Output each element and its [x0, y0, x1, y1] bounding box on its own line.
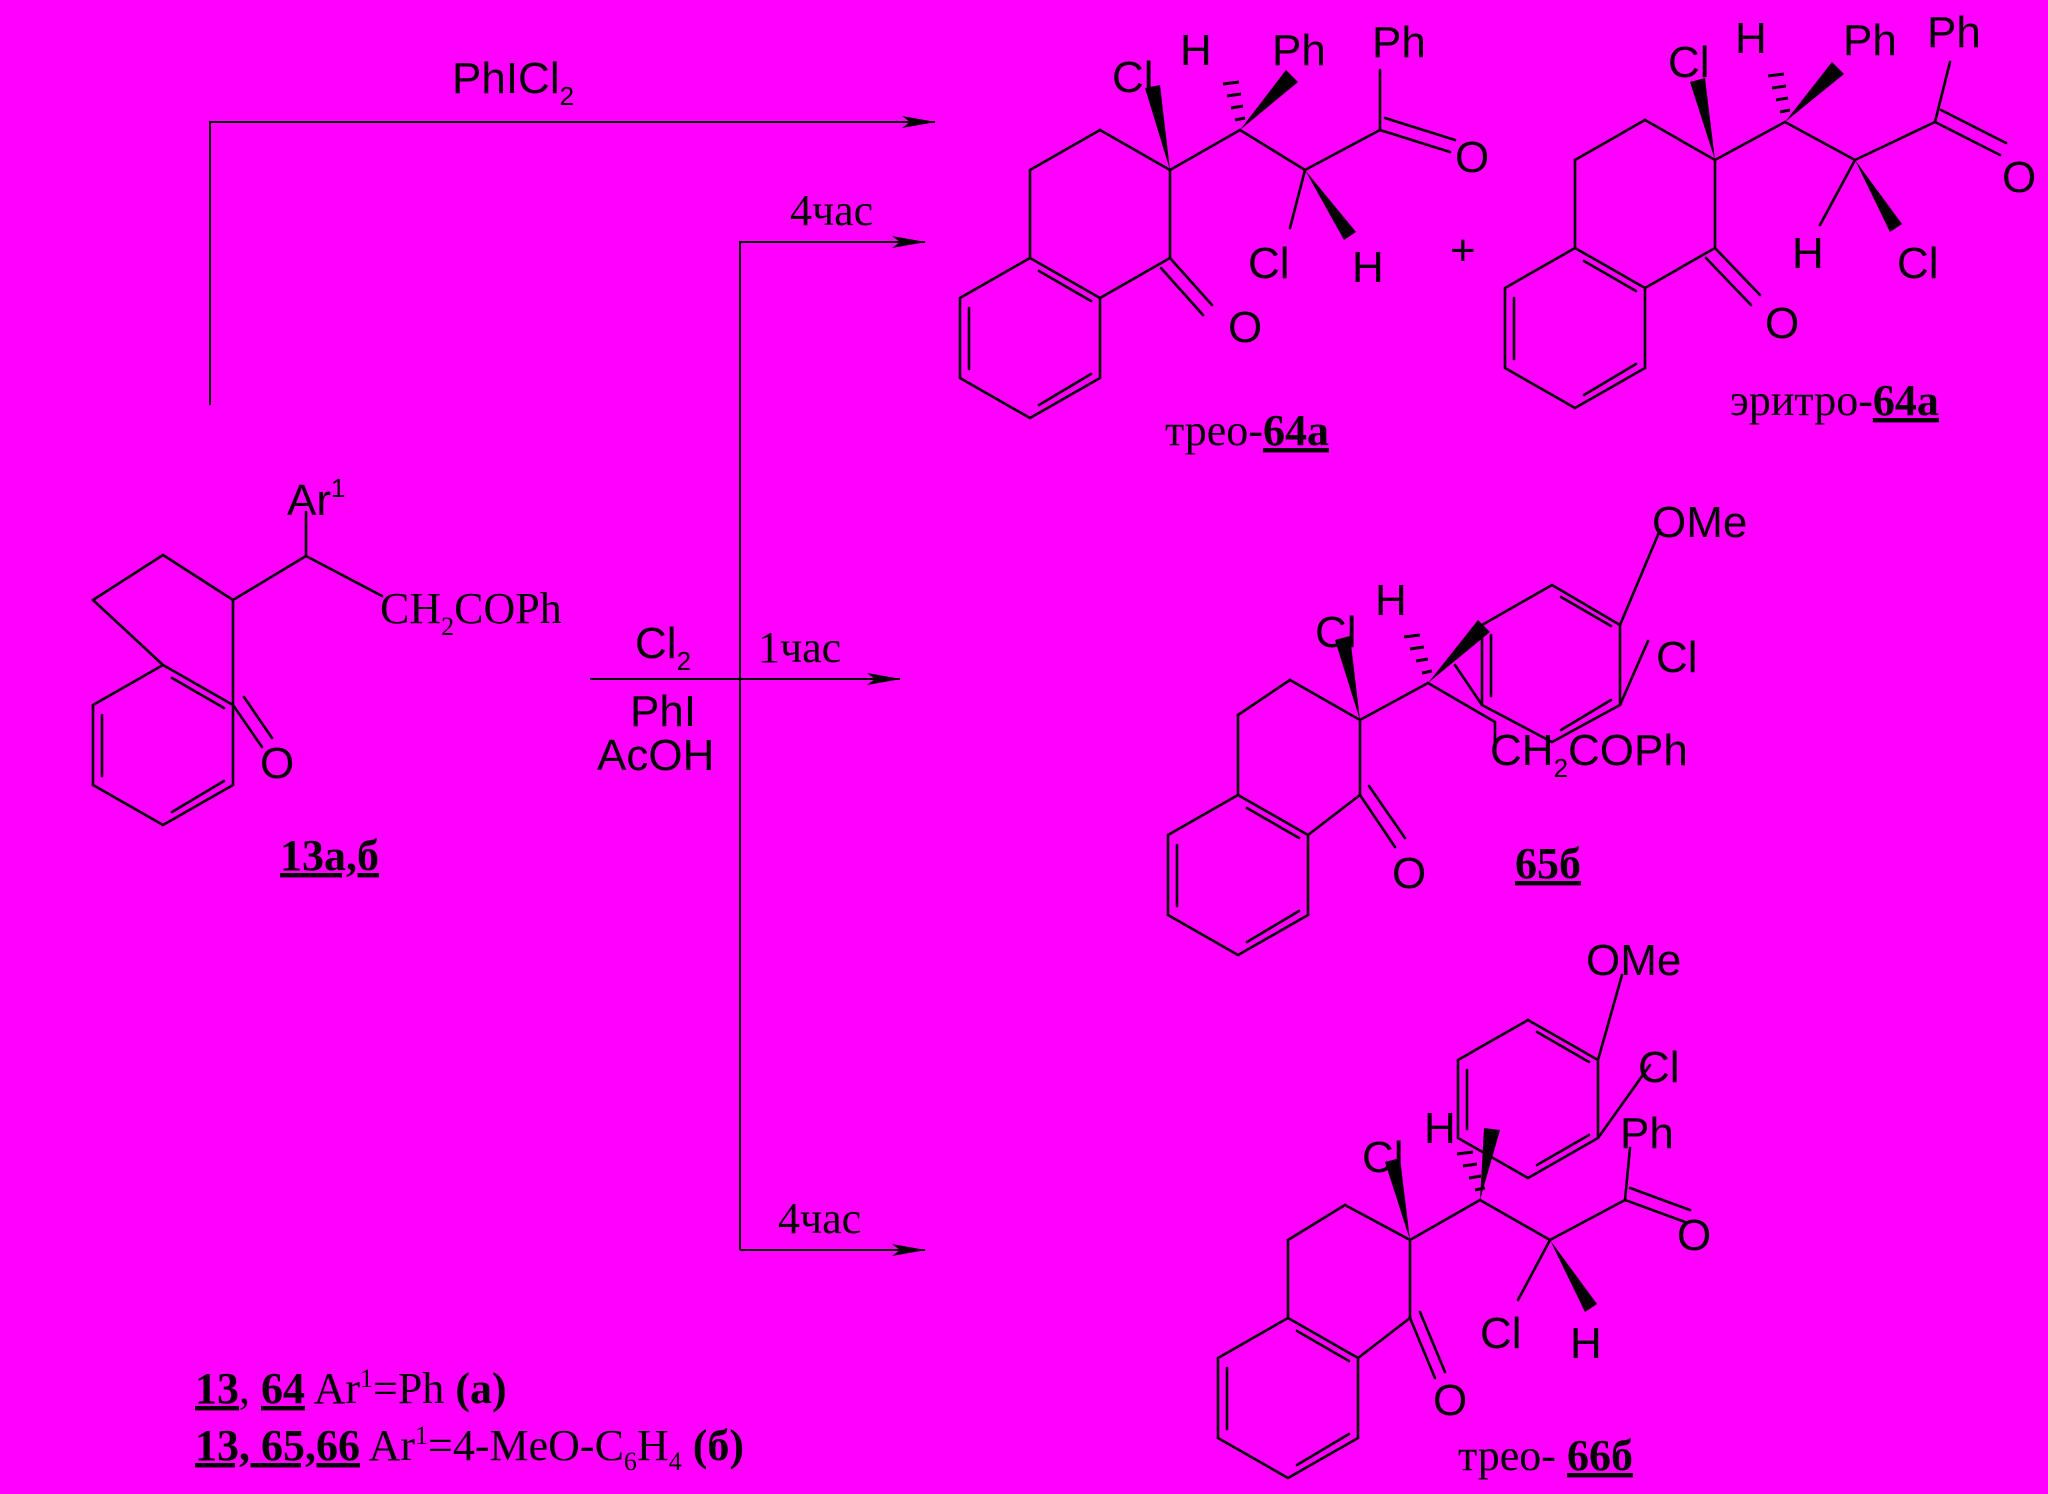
atom-o: O [1677, 1211, 1711, 1260]
atom-o: O [1392, 849, 1426, 898]
atom-o: O [1228, 303, 1262, 352]
plus-sign: + [1450, 226, 1476, 275]
atom-ome: OMe [1586, 936, 1681, 985]
atom-o: O [1765, 299, 1799, 348]
arrow-cl2-branches [590, 236, 926, 1256]
stereo-bonds [1690, 62, 1902, 232]
compound-label-threo-66b: трео- 66б [1458, 1431, 1633, 1480]
ch2coph-group: CH2COPh [380, 584, 562, 641]
product-erythro-64a: Cl H Ph Ph O H Cl O эритро-64а [1503, 8, 2036, 425]
compound-label-erythro-64a: эритро-64а [1730, 376, 1939, 425]
atom-ph: Ph [1927, 8, 1981, 57]
atom-cl: Cl [1668, 38, 1710, 87]
molecule-skeleton [958, 68, 1457, 420]
molecule-skeleton [1503, 60, 2008, 410]
ch2coph-group: CH2COPh [1490, 726, 1688, 783]
legend: 13, 64 Ar1=Ph (а) 13, 65,66 Ar1=4-MeO-C6… [195, 1364, 744, 1476]
starting-material-13: Ar1 CH2COPh O 13а,б [91, 473, 562, 880]
legend-row-b: 13, 65,66 Ar1=4-MeO-C6H4 (б) [195, 1421, 744, 1476]
atom-ome: OMe [1652, 498, 1747, 547]
product-65b: OMe H Cl Cl CH2COPh O 65б [1166, 498, 1747, 957]
time-4h-bottom: 4час [778, 1194, 861, 1243]
legend-row-a: 13, 64 Ar1=Ph (а) [195, 1364, 507, 1413]
atom-ph: Ph [1272, 26, 1326, 75]
stereo-bonds [1145, 70, 1356, 240]
atom-cl: Cl [1315, 608, 1357, 657]
compound-label-13: 13а,б [280, 831, 379, 880]
atom-cl: Cl [1656, 633, 1698, 682]
stereo-bonds [1385, 1128, 1597, 1312]
reagent-phicl2: PhICl2 [452, 54, 574, 111]
molecule-skeleton [1216, 973, 1692, 1480]
compound-label-65b: 65б [1515, 839, 1581, 888]
arrow-phicl2 [209, 116, 936, 405]
carbonyl-oxygen: O [260, 739, 294, 788]
atom-o: O [1433, 1376, 1467, 1425]
atom-cl: Cl [1638, 1043, 1680, 1092]
atom-ph: Ph [1372, 18, 1426, 67]
atom-cl: Cl [1362, 1133, 1404, 1182]
reagent-cl2: Cl2 [635, 619, 691, 676]
atom-cl: Cl [1480, 1309, 1522, 1358]
atom-cl: Cl [1112, 53, 1154, 102]
reagent-phi: PhI [630, 687, 696, 736]
atom-h: H [1570, 1319, 1602, 1368]
atom-cl: Cl [1248, 239, 1290, 288]
atom-h: H [1375, 576, 1407, 625]
time-1h: 1час [758, 623, 841, 672]
atom-ph: Ph [1620, 1109, 1674, 1158]
molecule-skeleton [91, 510, 384, 827]
atom-h: H [1180, 26, 1212, 75]
product-threo-66b: OMe Cl H Ph Cl O Cl H O трео- 66б [1216, 936, 1711, 1480]
reagent-acoh: AcOH [597, 731, 714, 780]
atom-o: O [2002, 153, 2036, 202]
atom-o: O [1455, 133, 1489, 182]
atom-cl: Cl [1897, 239, 1939, 288]
atom-h: H [1352, 243, 1384, 292]
ar-group: Ar1 [287, 473, 345, 525]
atom-ph: Ph [1843, 16, 1897, 65]
atom-h: H [1792, 229, 1824, 278]
compound-label-threo-64a: трео-64а [1165, 406, 1329, 455]
stereo-bonds [1335, 620, 1490, 720]
atom-h: H [1735, 14, 1767, 63]
atom-h: H [1424, 1104, 1456, 1153]
product-threo-64a: Cl H Ph Ph O Cl H O трео-64а [958, 18, 1489, 455]
time-4h-top: 4час [790, 186, 873, 235]
molecule-skeleton [1166, 528, 1662, 957]
